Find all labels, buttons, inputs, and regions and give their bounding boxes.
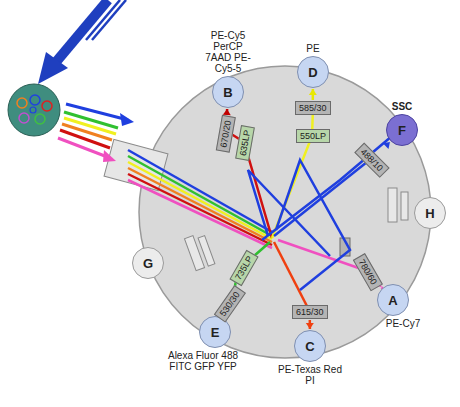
detector-circle: H	[414, 197, 446, 229]
filter-label: 530/30	[218, 290, 242, 318]
detector-letter: F	[398, 123, 406, 138]
detector-label: Alexa Fluor 488 FITC GFP YFP	[158, 350, 248, 372]
arrow-head	[309, 89, 317, 95]
cell	[8, 84, 60, 136]
cell-dot	[30, 95, 40, 105]
optical-filter: 735LP	[229, 250, 258, 286]
optical-filter: 615/30	[292, 305, 328, 319]
filter-label: 780/60	[357, 258, 379, 287]
beam-line	[274, 158, 372, 236]
filter-label: 550LP	[300, 131, 326, 141]
light-path-arrow	[223, 109, 231, 115]
arrow-head	[103, 150, 116, 162]
detector-letter: E	[211, 325, 220, 340]
filter-label: 585/30	[299, 103, 327, 113]
detector-circle: DPE	[297, 56, 329, 88]
emission-line	[60, 130, 110, 148]
beam-line	[128, 180, 272, 248]
filter-label: 670/20	[218, 120, 233, 149]
emission-line	[66, 104, 128, 120]
detector-letter: H	[425, 206, 434, 221]
laser-arrow	[38, 0, 126, 84]
filter-label: 735LP	[233, 254, 255, 282]
arrow-head	[306, 323, 314, 329]
cell-dot	[42, 101, 52, 111]
beam-line	[274, 242, 310, 312]
beam-fan	[228, 108, 392, 312]
filter-label: 488/10	[358, 147, 385, 174]
detector-circle: BPE-Cy5 PerCP 7AAD PE-Cy5-5	[212, 76, 244, 108]
light-path-arrow	[309, 89, 317, 100]
cell-dot	[30, 107, 36, 113]
bench-plate	[139, 66, 431, 358]
beam-line	[128, 174, 272, 245]
optical-filter: 670/20	[216, 115, 236, 152]
optical-filter: 488/10	[354, 142, 389, 177]
cell-dot	[17, 98, 27, 108]
detector-label: PE-Texas Red PI	[274, 364, 346, 386]
mirror	[198, 236, 215, 267]
cell-dot	[19, 113, 29, 123]
light-path-arrow	[383, 142, 390, 149]
mirror	[401, 192, 408, 220]
detector-circle: FSSC	[386, 114, 418, 146]
cell-body	[8, 84, 60, 136]
detector-label: PE-Cy5 PerCP 7AAD PE-Cy5-5	[201, 30, 256, 74]
detector-circle: G	[132, 247, 164, 279]
beam-line	[262, 136, 392, 240]
detector-circle: APE-Cy7	[377, 284, 409, 316]
optical-filter: 780/60	[353, 253, 383, 291]
detector-label: SSC	[382, 101, 422, 112]
emission-line	[58, 138, 110, 158]
light-path-arrow	[306, 320, 314, 329]
detector-letter: G	[143, 256, 153, 271]
detector-letter: D	[308, 65, 317, 80]
laser-line	[92, 0, 126, 40]
detector-label: PE-Cy7	[378, 318, 428, 329]
arrow-head	[120, 113, 134, 126]
detector-letter: B	[223, 85, 232, 100]
laser-line	[86, 0, 120, 40]
detector-label: PE	[293, 43, 333, 54]
cell-dot	[35, 114, 45, 124]
arrow-head	[383, 142, 390, 149]
filter-label: 635LP	[238, 129, 252, 156]
mirror	[388, 188, 397, 222]
arrow-head	[223, 109, 231, 115]
beam-line	[248, 170, 330, 256]
detector-circle: CPE-Texas Red PI	[294, 330, 326, 362]
filter-label: 615/30	[296, 307, 324, 317]
detector-letter: A	[388, 293, 397, 308]
optical-filter: 530/30	[214, 285, 246, 322]
arrow-head	[38, 52, 68, 84]
optical-filter: 550LP	[296, 129, 330, 143]
optical-filter: 635LP	[235, 125, 255, 161]
optical-filter: 585/30	[295, 101, 331, 115]
emission-bundle	[58, 104, 134, 162]
detector-letter: C	[305, 339, 314, 354]
